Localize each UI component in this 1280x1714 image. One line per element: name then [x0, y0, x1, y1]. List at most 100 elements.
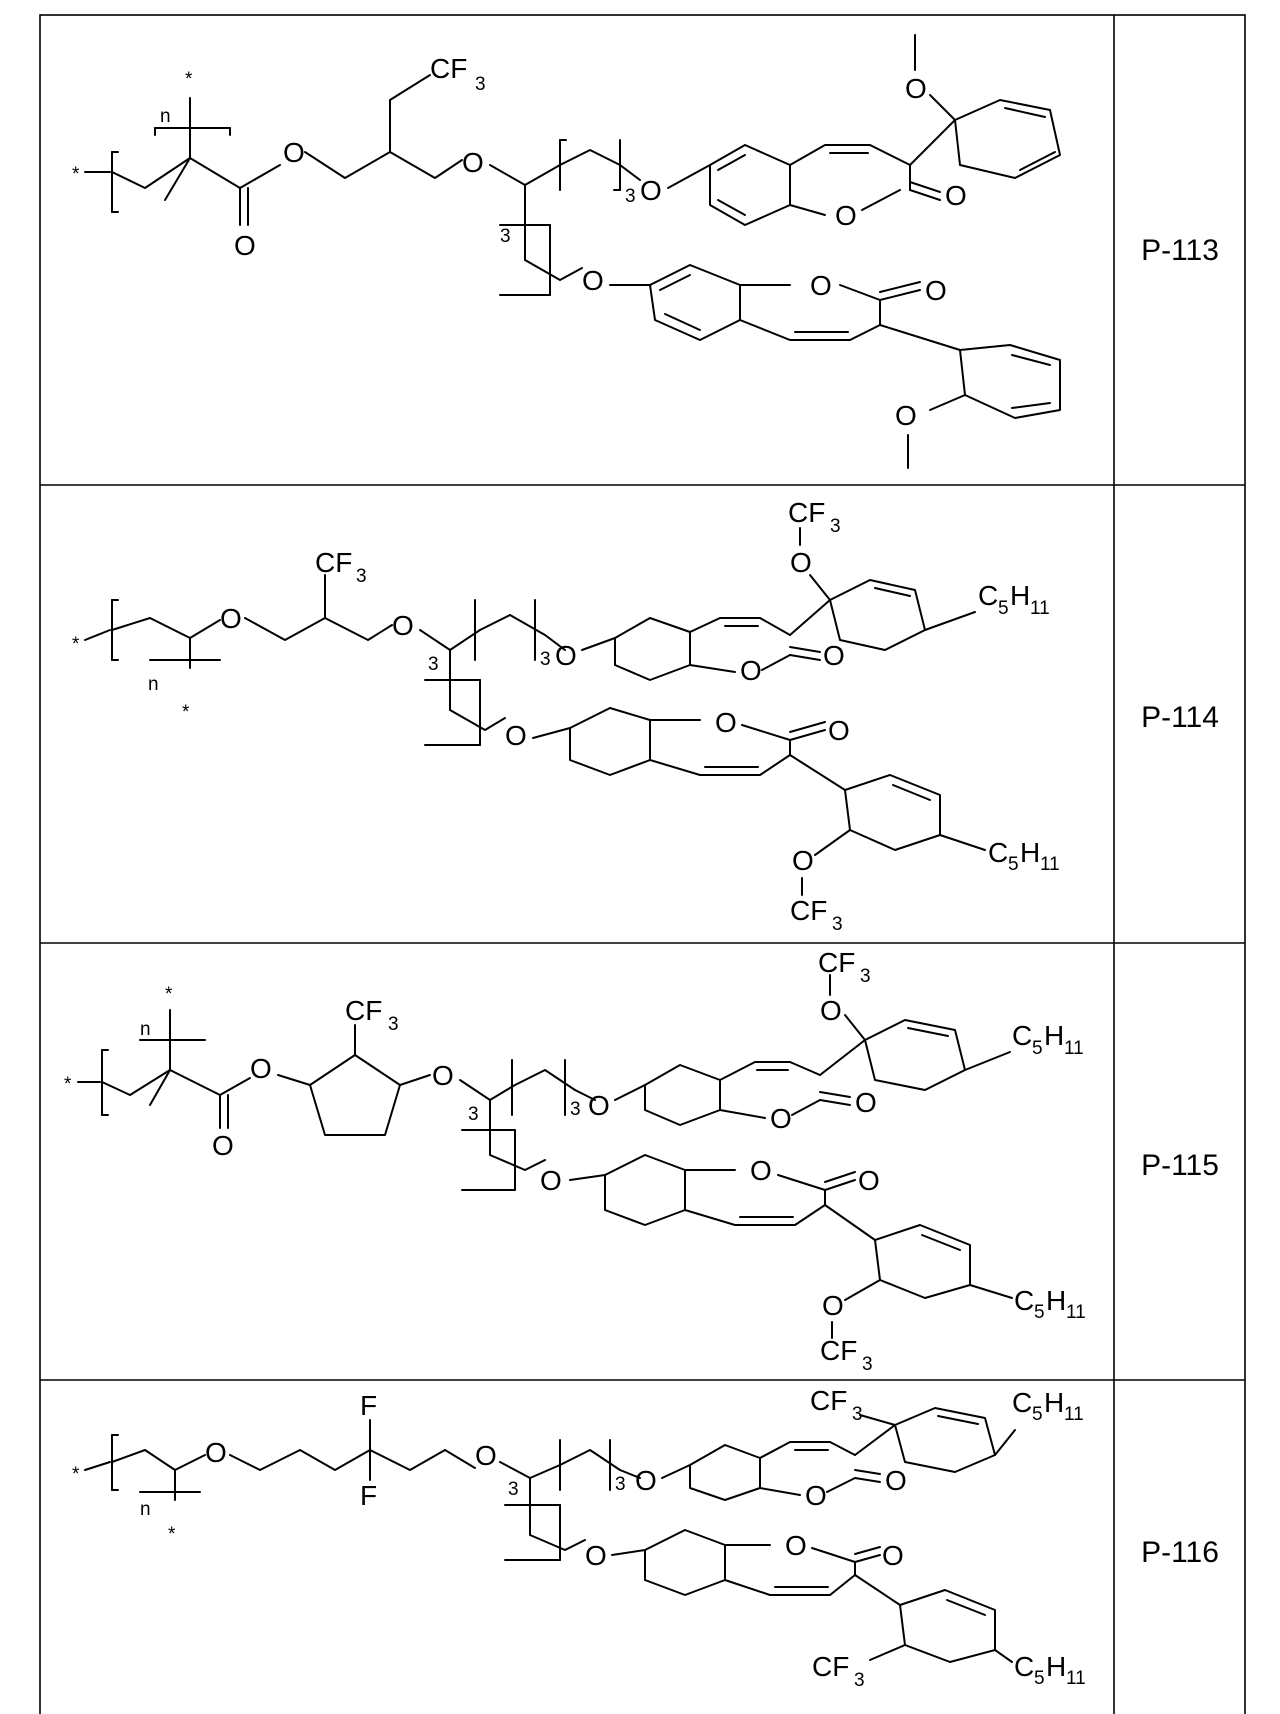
svg-text:H: H: [1044, 1020, 1064, 1051]
svg-text:5: 5: [1032, 1404, 1043, 1425]
svg-text:C: C: [1012, 1387, 1032, 1418]
svg-text:11: 11: [1064, 1404, 1084, 1425]
svg-text:*: *: [72, 1464, 80, 1485]
svg-text:O: O: [828, 715, 850, 746]
structure-p115: * n * O O CF 3 O 3 O 3 O: [64, 947, 1086, 1375]
svg-text:O: O: [805, 1480, 827, 1511]
compound-code-p113: P-113: [1141, 234, 1219, 267]
svg-text:O: O: [582, 265, 604, 296]
svg-text:5: 5: [998, 598, 1009, 619]
svg-text:CF: CF: [790, 895, 827, 926]
structure-p114: * n * O CF 3 O 3 O 3 O O: [72, 497, 1060, 935]
svg-text:11: 11: [1064, 1038, 1084, 1059]
svg-text:*: *: [165, 984, 173, 1005]
svg-text:3: 3: [830, 516, 841, 537]
svg-text:n: n: [148, 674, 159, 695]
svg-text:3: 3: [832, 914, 843, 935]
svg-text:O: O: [588, 1090, 610, 1121]
svg-text:O: O: [885, 1465, 907, 1496]
svg-text:H: H: [1010, 580, 1030, 611]
svg-text:O: O: [555, 640, 577, 671]
svg-text:O: O: [205, 1437, 227, 1468]
svg-text:O: O: [283, 137, 305, 168]
svg-text:O: O: [250, 1053, 272, 1084]
svg-text:*: *: [185, 69, 193, 90]
svg-text:C: C: [1014, 1651, 1034, 1682]
svg-text:n: n: [140, 1019, 151, 1040]
svg-text:O: O: [835, 200, 857, 231]
svg-text:O: O: [855, 1087, 877, 1118]
svg-text:O: O: [810, 270, 832, 301]
svg-text:CF: CF: [788, 497, 825, 528]
svg-text:O: O: [212, 1130, 234, 1161]
svg-text:3: 3: [615, 1474, 626, 1495]
svg-text:CF: CF: [810, 1385, 847, 1416]
svg-text:O: O: [475, 1440, 497, 1471]
svg-text:5: 5: [1008, 854, 1019, 875]
svg-text:3: 3: [852, 1404, 863, 1425]
svg-text:O: O: [740, 655, 762, 686]
svg-text:CF: CF: [812, 1651, 849, 1682]
svg-text:11: 11: [1066, 1302, 1086, 1323]
svg-text:O: O: [234, 230, 256, 261]
svg-text:CF: CF: [818, 947, 855, 978]
compound-code-p116: P-116: [1141, 1536, 1219, 1569]
svg-text:O: O: [945, 180, 967, 211]
svg-text:3: 3: [475, 74, 486, 95]
svg-text:O: O: [715, 707, 737, 738]
svg-text:O: O: [635, 1465, 657, 1496]
svg-text:O: O: [785, 1530, 807, 1561]
svg-text:11: 11: [1030, 598, 1050, 619]
svg-text:n: n: [140, 1499, 151, 1520]
svg-text:5: 5: [1032, 1038, 1043, 1059]
svg-text:O: O: [823, 640, 845, 671]
compound-code-p115: P-115: [1141, 1149, 1219, 1182]
svg-text:O: O: [905, 73, 927, 104]
svg-text:5: 5: [1034, 1668, 1045, 1689]
svg-text:*: *: [168, 1524, 176, 1545]
svg-text:C: C: [978, 580, 998, 611]
svg-text:3: 3: [854, 1670, 865, 1691]
svg-text:H: H: [1046, 1285, 1066, 1316]
svg-text:3: 3: [508, 1479, 519, 1500]
svg-text:*: *: [182, 702, 190, 723]
svg-text:H: H: [1044, 1387, 1064, 1418]
svg-text:3: 3: [540, 649, 551, 670]
svg-text:O: O: [882, 1540, 904, 1571]
svg-text:F: F: [360, 1390, 377, 1421]
svg-text:C: C: [988, 837, 1008, 868]
svg-text:O: O: [462, 147, 484, 178]
svg-text:O: O: [750, 1155, 772, 1186]
svg-text:O: O: [790, 547, 812, 578]
structure-p113: * O O n * CF 3 O 3 O: [72, 35, 1060, 468]
svg-text:*: *: [72, 164, 80, 185]
svg-text:3: 3: [428, 654, 439, 675]
svg-text:O: O: [792, 845, 814, 876]
svg-text:C: C: [1012, 1020, 1032, 1051]
svg-text:11: 11: [1066, 1668, 1086, 1689]
svg-text:O: O: [822, 1290, 844, 1321]
svg-text:O: O: [770, 1103, 792, 1134]
svg-text:3: 3: [500, 226, 511, 247]
svg-text:O: O: [432, 1060, 454, 1091]
svg-text:CF: CF: [820, 1335, 857, 1366]
svg-text:O: O: [895, 400, 917, 431]
svg-text:CF: CF: [315, 547, 352, 578]
svg-text:O: O: [858, 1165, 880, 1196]
svg-text:H: H: [1020, 837, 1040, 868]
svg-text:11: 11: [1040, 854, 1060, 875]
compound-code-p114: P-114: [1141, 701, 1219, 734]
svg-text:O: O: [505, 720, 527, 751]
svg-text:3: 3: [862, 1354, 873, 1375]
svg-text:O: O: [585, 1540, 607, 1571]
svg-text:CF: CF: [430, 53, 467, 84]
svg-text:O: O: [925, 275, 947, 306]
svg-text:H: H: [1046, 1651, 1066, 1682]
svg-text:*: *: [64, 1074, 72, 1095]
svg-text:O: O: [220, 603, 242, 634]
svg-text:*: *: [72, 634, 80, 655]
svg-text:3: 3: [860, 966, 871, 987]
svg-text:O: O: [640, 175, 662, 206]
svg-text:3: 3: [388, 1014, 399, 1035]
